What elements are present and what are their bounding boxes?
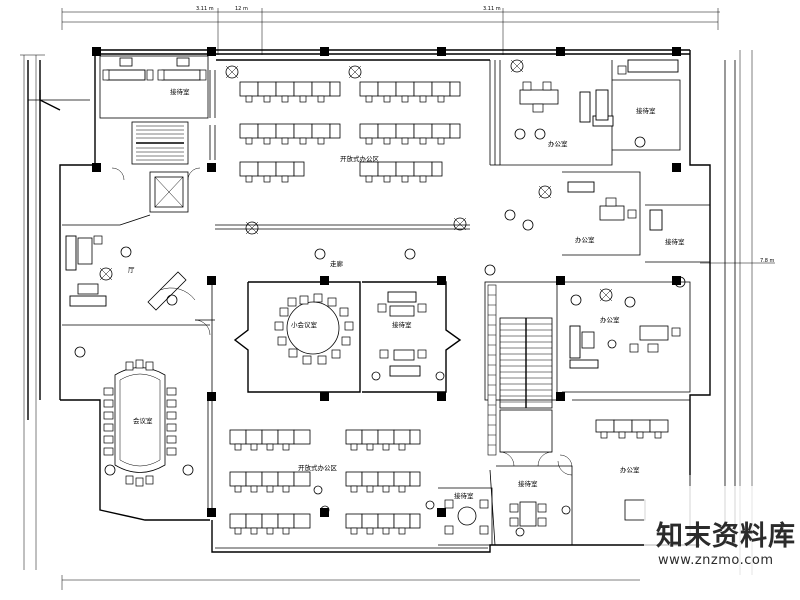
label-reception-bottom: 接待室 <box>454 491 474 500</box>
workstations-bottom-right-block <box>345 429 421 535</box>
plant-icon <box>348 65 362 79</box>
open-office-bottom: 开放式办公区 <box>229 429 435 535</box>
label-open-office-top: 开放式办公区 <box>340 154 380 163</box>
watermark-url: www.znzmo.com <box>658 553 774 568</box>
outer-walls <box>27 49 736 553</box>
room-reception-top-right: 接待室 <box>595 59 681 151</box>
watermark-site-name: 知末资料库 <box>656 521 796 552</box>
room-reception-center: 接待室 <box>362 281 462 393</box>
plant-icon <box>453 217 467 231</box>
room-office-right-mid: 办公室 <box>504 171 641 256</box>
label-office-right-lower: 办公室 <box>600 315 620 324</box>
dim-top-right: 3.11 m <box>483 6 501 12</box>
room-reception-bottom-right: 接待室 <box>496 465 573 546</box>
label-reception-top-left: 接待室 <box>170 87 190 96</box>
label-office-top-right: 办公室 <box>548 139 568 148</box>
label-reception-right: 接待室 <box>665 237 685 246</box>
workstations-top-left-block <box>239 81 341 183</box>
watermark-backdrop <box>644 486 800 600</box>
plant-icon <box>225 65 239 79</box>
room-reception-right: 接待室 <box>645 204 711 288</box>
label-open-office-bottom: 开放式办公区 <box>298 463 338 472</box>
label-meeting: 会议室 <box>133 416 153 425</box>
room-office-right-lower: 办公室 <box>562 281 691 393</box>
plant-icon <box>538 185 552 199</box>
plant-icon <box>599 288 613 302</box>
structural-columns <box>92 47 681 517</box>
plant-icon <box>99 267 113 281</box>
label-office-bottom-right: 办公室 <box>620 465 640 474</box>
room-office-bottom-right: 办公室 <box>572 399 691 545</box>
room-reception-bottom: 接待室 <box>438 487 493 546</box>
dim-top-left: 3.11 m <box>196 6 214 12</box>
dim-top-mid: 12 m <box>235 6 248 12</box>
partitions-top <box>209 59 500 230</box>
label-small-meeting: 小会议室 <box>291 320 318 329</box>
stairwell-center <box>484 281 573 468</box>
label-corridor: 走廊 <box>330 259 344 268</box>
open-office-top: 开放式办公区 <box>225 65 461 183</box>
room-hall: 厅 <box>62 214 196 311</box>
label-reception-bottom-right: 接待室 <box>518 479 538 488</box>
label-office-right-mid: 办公室 <box>575 235 595 244</box>
room-small-meeting: 小会议室 <box>233 281 361 393</box>
plant-icon <box>510 59 524 73</box>
dim-right: 7.8 m <box>760 258 775 264</box>
stairwell-left <box>111 121 201 213</box>
workstations-top-right-block <box>359 81 461 183</box>
room-office-top-right: 办公室 <box>499 59 614 166</box>
meeting-chairs <box>103 359 177 487</box>
misc-partitions <box>194 285 573 546</box>
label-hall: 厅 <box>128 266 135 274</box>
label-reception-center: 接待室 <box>392 320 412 329</box>
workstations-bottom-left-block <box>229 429 311 535</box>
label-reception-top-right: 接待室 <box>636 106 656 115</box>
plant-icon <box>245 221 259 235</box>
room-meeting: 会议室 <box>62 324 210 487</box>
room-reception-top-left: 接待室 <box>99 55 216 119</box>
